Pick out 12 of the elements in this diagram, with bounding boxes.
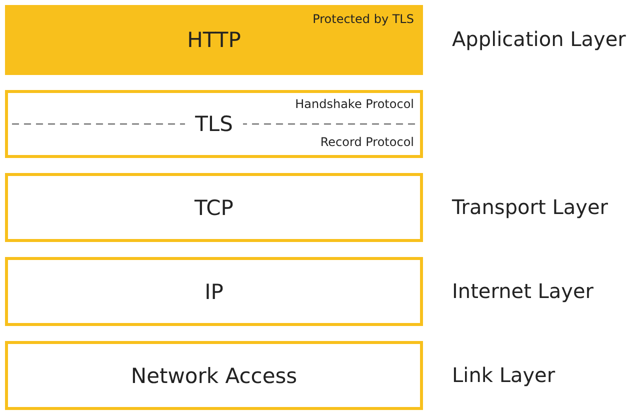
sublayer-note: Protected by TLS bbox=[312, 12, 414, 26]
layer-label: Link Layer bbox=[452, 362, 556, 386]
layer-label: Internet Layer bbox=[452, 278, 594, 302]
layer-label: Transport Layer bbox=[452, 194, 608, 218]
protocol-layer-box bbox=[5, 5, 423, 75]
protocol-layer-box bbox=[5, 90, 423, 158]
protocol-layer-box bbox=[5, 257, 423, 326]
protocol-layer-box bbox=[5, 173, 423, 242]
sublayer-note: Handshake Protocol bbox=[295, 97, 414, 111]
protocol-layer-box bbox=[5, 341, 423, 410]
sublayer-note: Record Protocol bbox=[320, 135, 414, 149]
layer-label: Application Layer bbox=[452, 27, 626, 51]
